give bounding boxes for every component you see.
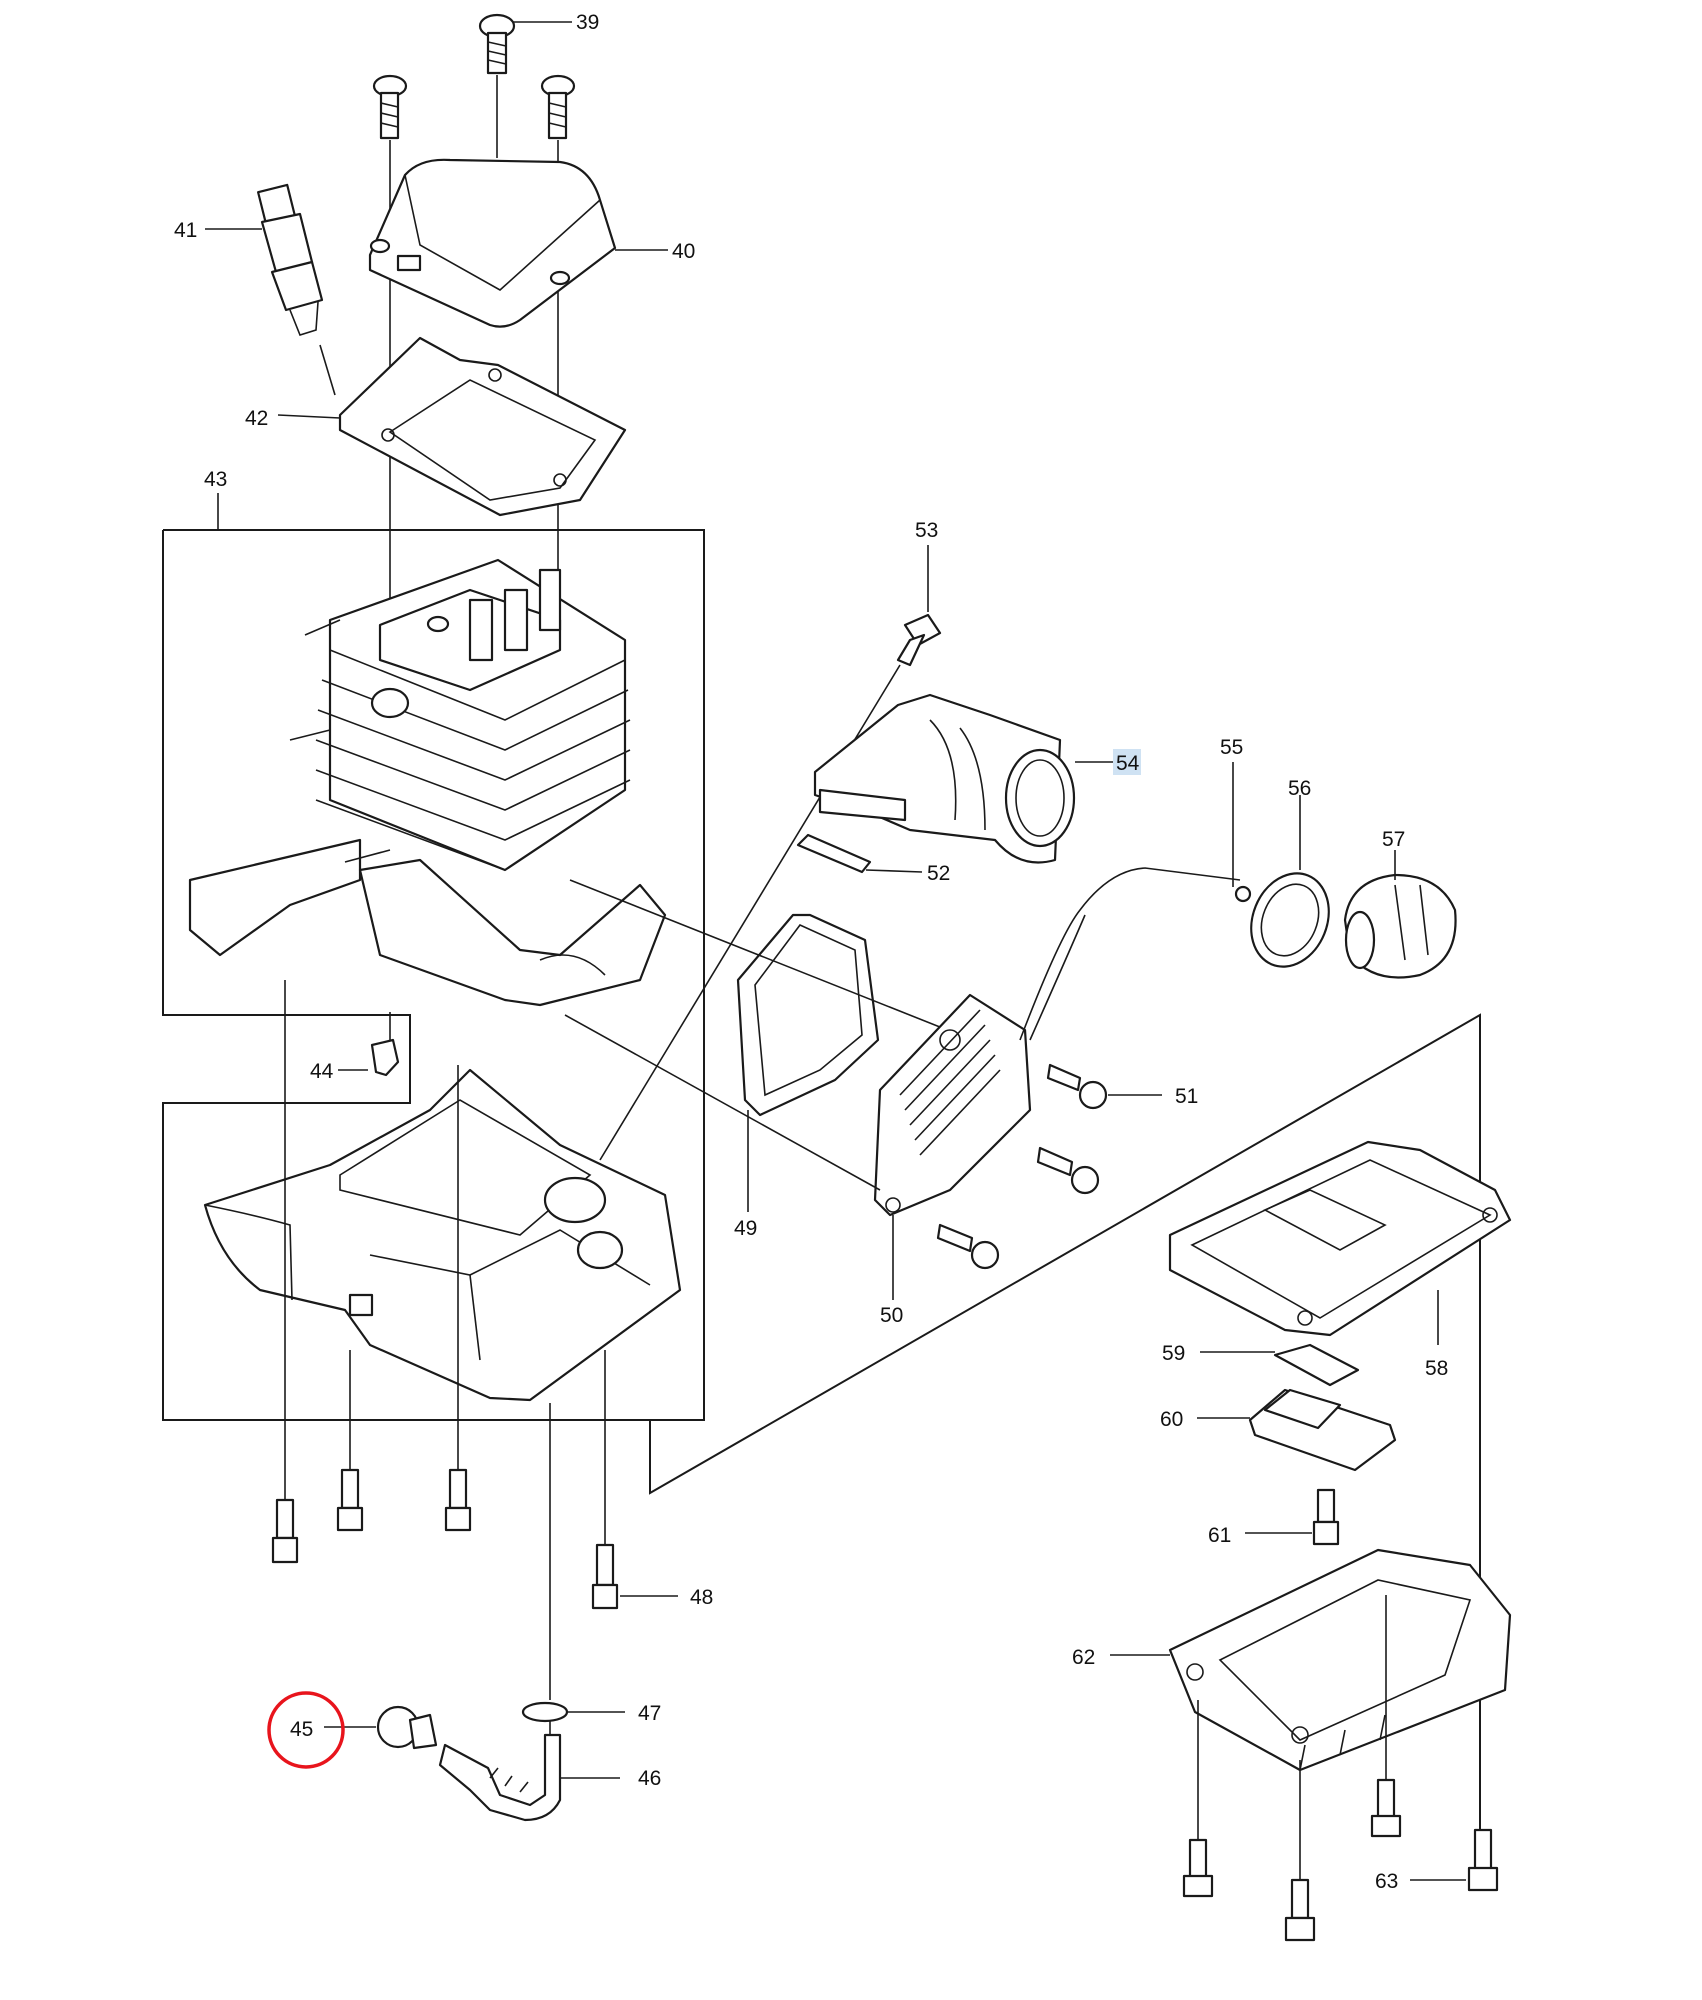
callout-55: 55 bbox=[1220, 736, 1243, 759]
callout-46: 46 bbox=[638, 1767, 661, 1790]
callout-56: 56 bbox=[1288, 777, 1311, 800]
crankcase-screw-2 bbox=[336, 1350, 364, 1532]
head-gasket-42 bbox=[277, 336, 627, 517]
carb-screw-mid bbox=[1036, 1146, 1100, 1195]
callout-63: 63 bbox=[1375, 1870, 1398, 1893]
callout-54: 54 bbox=[1116, 752, 1140, 775]
lid-screw-center bbox=[1370, 1595, 1402, 1838]
callout-48: 48 bbox=[690, 1586, 713, 1609]
gasket-59 bbox=[1200, 1343, 1360, 1387]
callout-45: 45 bbox=[290, 1718, 313, 1741]
callout-51: 51 bbox=[1175, 1085, 1198, 1108]
screw-61 bbox=[1245, 1488, 1340, 1546]
gasket-49 bbox=[569, 879, 961, 1212]
callout-41: 41 bbox=[174, 219, 197, 242]
callout-44: 44 bbox=[310, 1060, 334, 1083]
callout-57: 57 bbox=[1382, 828, 1405, 851]
fuel-cap-57 bbox=[1343, 850, 1457, 979]
callout-58: 58 bbox=[1425, 1357, 1448, 1380]
callout-47: 47 bbox=[638, 1702, 661, 1725]
callout-62: 62 bbox=[1072, 1646, 1095, 1669]
crankcase-screw-3 bbox=[444, 1065, 472, 1532]
cover-screw-39 bbox=[478, 13, 572, 158]
callout-39: 39 bbox=[576, 11, 599, 34]
callout-42: 42 bbox=[245, 407, 268, 430]
callout-61: 61 bbox=[1208, 1524, 1231, 1547]
callout-40: 40 bbox=[672, 240, 695, 263]
callout-45-red-circle bbox=[267, 1691, 345, 1769]
callout-59: 59 bbox=[1162, 1342, 1185, 1365]
spark-plug-41 bbox=[205, 183, 336, 396]
lid-screw-left bbox=[1182, 1700, 1214, 1898]
crankcase bbox=[203, 1068, 682, 1402]
callout-labels: 39 40 41 42 43 44 45 46 47 48 49 50 51 5… bbox=[174, 11, 1448, 1893]
intake-pipe-54 bbox=[813, 693, 1115, 864]
fuel-filter-45 bbox=[324, 1705, 438, 1750]
callout-43: 43 bbox=[204, 468, 227, 491]
crankcase-screw-1 bbox=[271, 1110, 299, 1564]
fuel-hose-46 bbox=[438, 1720, 620, 1822]
carb-screw-51 bbox=[1046, 1063, 1162, 1110]
cylinder-assembly-frame bbox=[162, 493, 705, 1421]
cylinder-43 bbox=[188, 558, 667, 1110]
lid-screw-63 bbox=[1410, 1828, 1499, 1892]
intake-gasket-52 bbox=[796, 833, 923, 874]
gasket-58 bbox=[1168, 1140, 1512, 1345]
crankcase-link-frame bbox=[649, 1013, 1481, 1870]
tank-lid-62 bbox=[1110, 1548, 1512, 1772]
callout-49: 49 bbox=[734, 1217, 757, 1240]
callout-53: 53 bbox=[915, 519, 938, 542]
clamp-47 bbox=[521, 1403, 625, 1723]
callout-54-highlight bbox=[1113, 749, 1141, 775]
cover-screw-left bbox=[372, 74, 408, 630]
throttle-cable-55 bbox=[1019, 762, 1252, 1041]
callout-50: 50 bbox=[880, 1304, 903, 1327]
crankcase-screw-48 bbox=[591, 1350, 678, 1610]
callout-52: 52 bbox=[927, 862, 950, 885]
carb-screw-low bbox=[936, 1223, 1000, 1270]
check-valve-44 bbox=[338, 1012, 400, 1077]
lid-screw-mid bbox=[1284, 1760, 1316, 1942]
carburetor-50 bbox=[564, 993, 1032, 1300]
o-ring-56 bbox=[1250, 795, 1330, 968]
valve-cover-40 bbox=[368, 158, 668, 328]
callout-60: 60 bbox=[1160, 1408, 1183, 1431]
valve-60 bbox=[1197, 1388, 1397, 1472]
